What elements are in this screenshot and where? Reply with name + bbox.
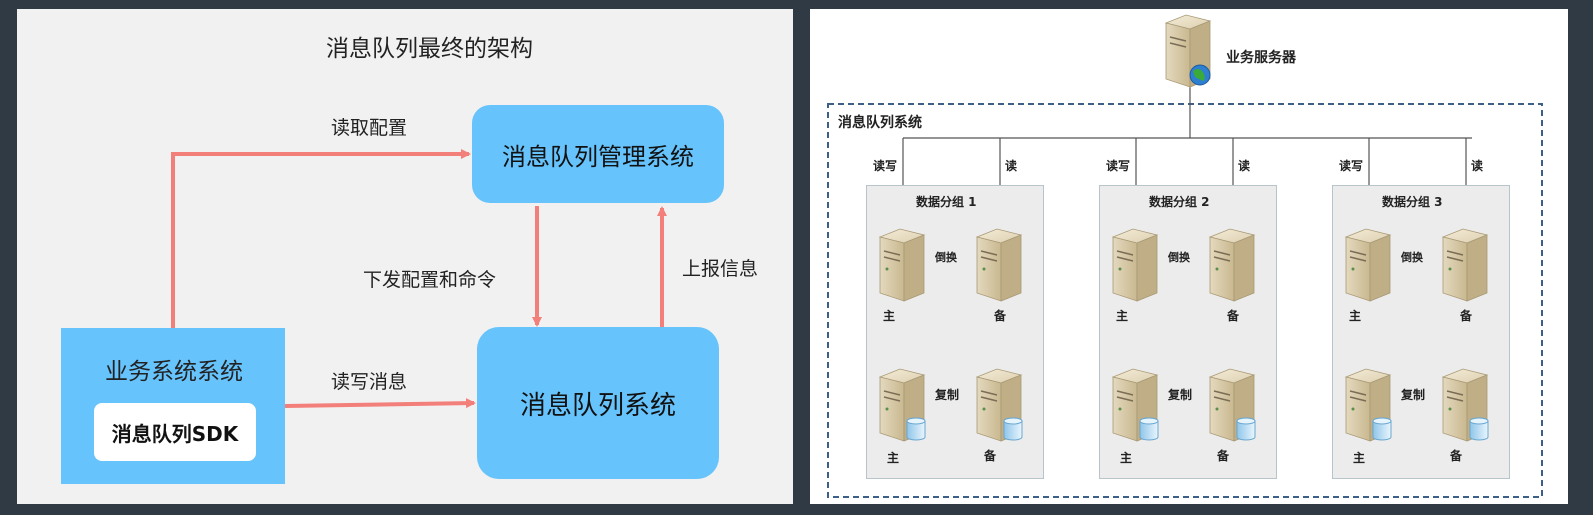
backup-db-server-icon (1437, 367, 1501, 443)
edge-label-read-write: 读写消息 (331, 371, 408, 393)
mq-system-node: 消息队列系统 (477, 327, 719, 479)
edge-label-report: 上报信息 (682, 258, 759, 280)
business-system-label: 业务系统系统 (105, 359, 243, 385)
diagram-title: 消息队列最终的架构 (326, 36, 533, 62)
backup-label-bottom: 备 (1217, 449, 1230, 463)
backup-label-bottom: 备 (984, 449, 997, 463)
backup-db-server-icon (971, 367, 1035, 443)
swap-label: 倒换 (1401, 251, 1423, 264)
mq-system-boundary-label: 消息队列系统 (838, 115, 922, 131)
left-architecture-panel: 消息队列最终的架构 消息队列管理系统 消息队列系统 业务系统系统 消息队列SDK… (17, 9, 793, 504)
primary-db-server-icon (1340, 367, 1404, 443)
group-read-label: 读 (1005, 159, 1018, 173)
backup-db-server-icon (1204, 367, 1268, 443)
left-arrows-layer (171, 149, 667, 409)
primary-label-top: 主 (1349, 309, 1362, 323)
backup-label-top: 备 (994, 309, 1007, 323)
edge-label-dispatch: 下发配置和命令 (363, 269, 497, 291)
backup-label-bottom: 备 (1450, 449, 1463, 463)
copy-label: 复制 (1168, 388, 1193, 402)
primary-server-icon (1340, 227, 1404, 303)
swap-label: 倒换 (935, 251, 957, 264)
swap-label: 倒换 (1168, 251, 1190, 264)
backup-label-top: 备 (1227, 309, 1240, 323)
arrow-read-write-messages (284, 398, 476, 409)
group-read-label: 读 (1471, 159, 1484, 173)
sdk-node: 消息队列SDK (94, 403, 256, 461)
management-system-node: 消息队列管理系统 (472, 105, 724, 203)
group-rw-label: 读写 (1106, 159, 1131, 173)
backup-server-icon (1204, 227, 1268, 303)
backup-server-icon (1437, 227, 1501, 303)
business-server-icon (1160, 13, 1224, 89)
primary-db-server-icon (874, 367, 938, 443)
backup-label-top: 备 (1460, 309, 1473, 323)
group-title: 数据分组 3 (1382, 195, 1443, 209)
group-rw-label: 读写 (1339, 159, 1364, 173)
edge-label-read-config: 读取配置 (331, 117, 408, 139)
primary-server-icon (1107, 227, 1171, 303)
group-title: 数据分组 1 (916, 195, 977, 209)
group-read-label: 读 (1238, 159, 1251, 173)
primary-label-top: 主 (1116, 309, 1129, 323)
backup-server-icon (971, 227, 1035, 303)
arrow-read-config (171, 149, 471, 328)
primary-label-bottom: 主 (1353, 451, 1366, 465)
mq-system-boundary (827, 103, 1543, 498)
group-rw-label: 读写 (873, 159, 898, 173)
right-deployment-panel: 业务服务器 消息队列系统 数据分组 1 读写 读 倒换 主 (810, 9, 1568, 504)
copy-label: 复制 (1401, 388, 1426, 402)
business-server-label: 业务服务器 (1226, 50, 1296, 66)
primary-label-bottom: 主 (887, 451, 900, 465)
primary-label-top: 主 (883, 309, 896, 323)
group-title: 数据分组 2 (1149, 195, 1210, 209)
primary-db-server-icon (1107, 367, 1171, 443)
primary-server-icon (874, 227, 938, 303)
primary-label-bottom: 主 (1120, 451, 1133, 465)
copy-label: 复制 (935, 388, 960, 402)
